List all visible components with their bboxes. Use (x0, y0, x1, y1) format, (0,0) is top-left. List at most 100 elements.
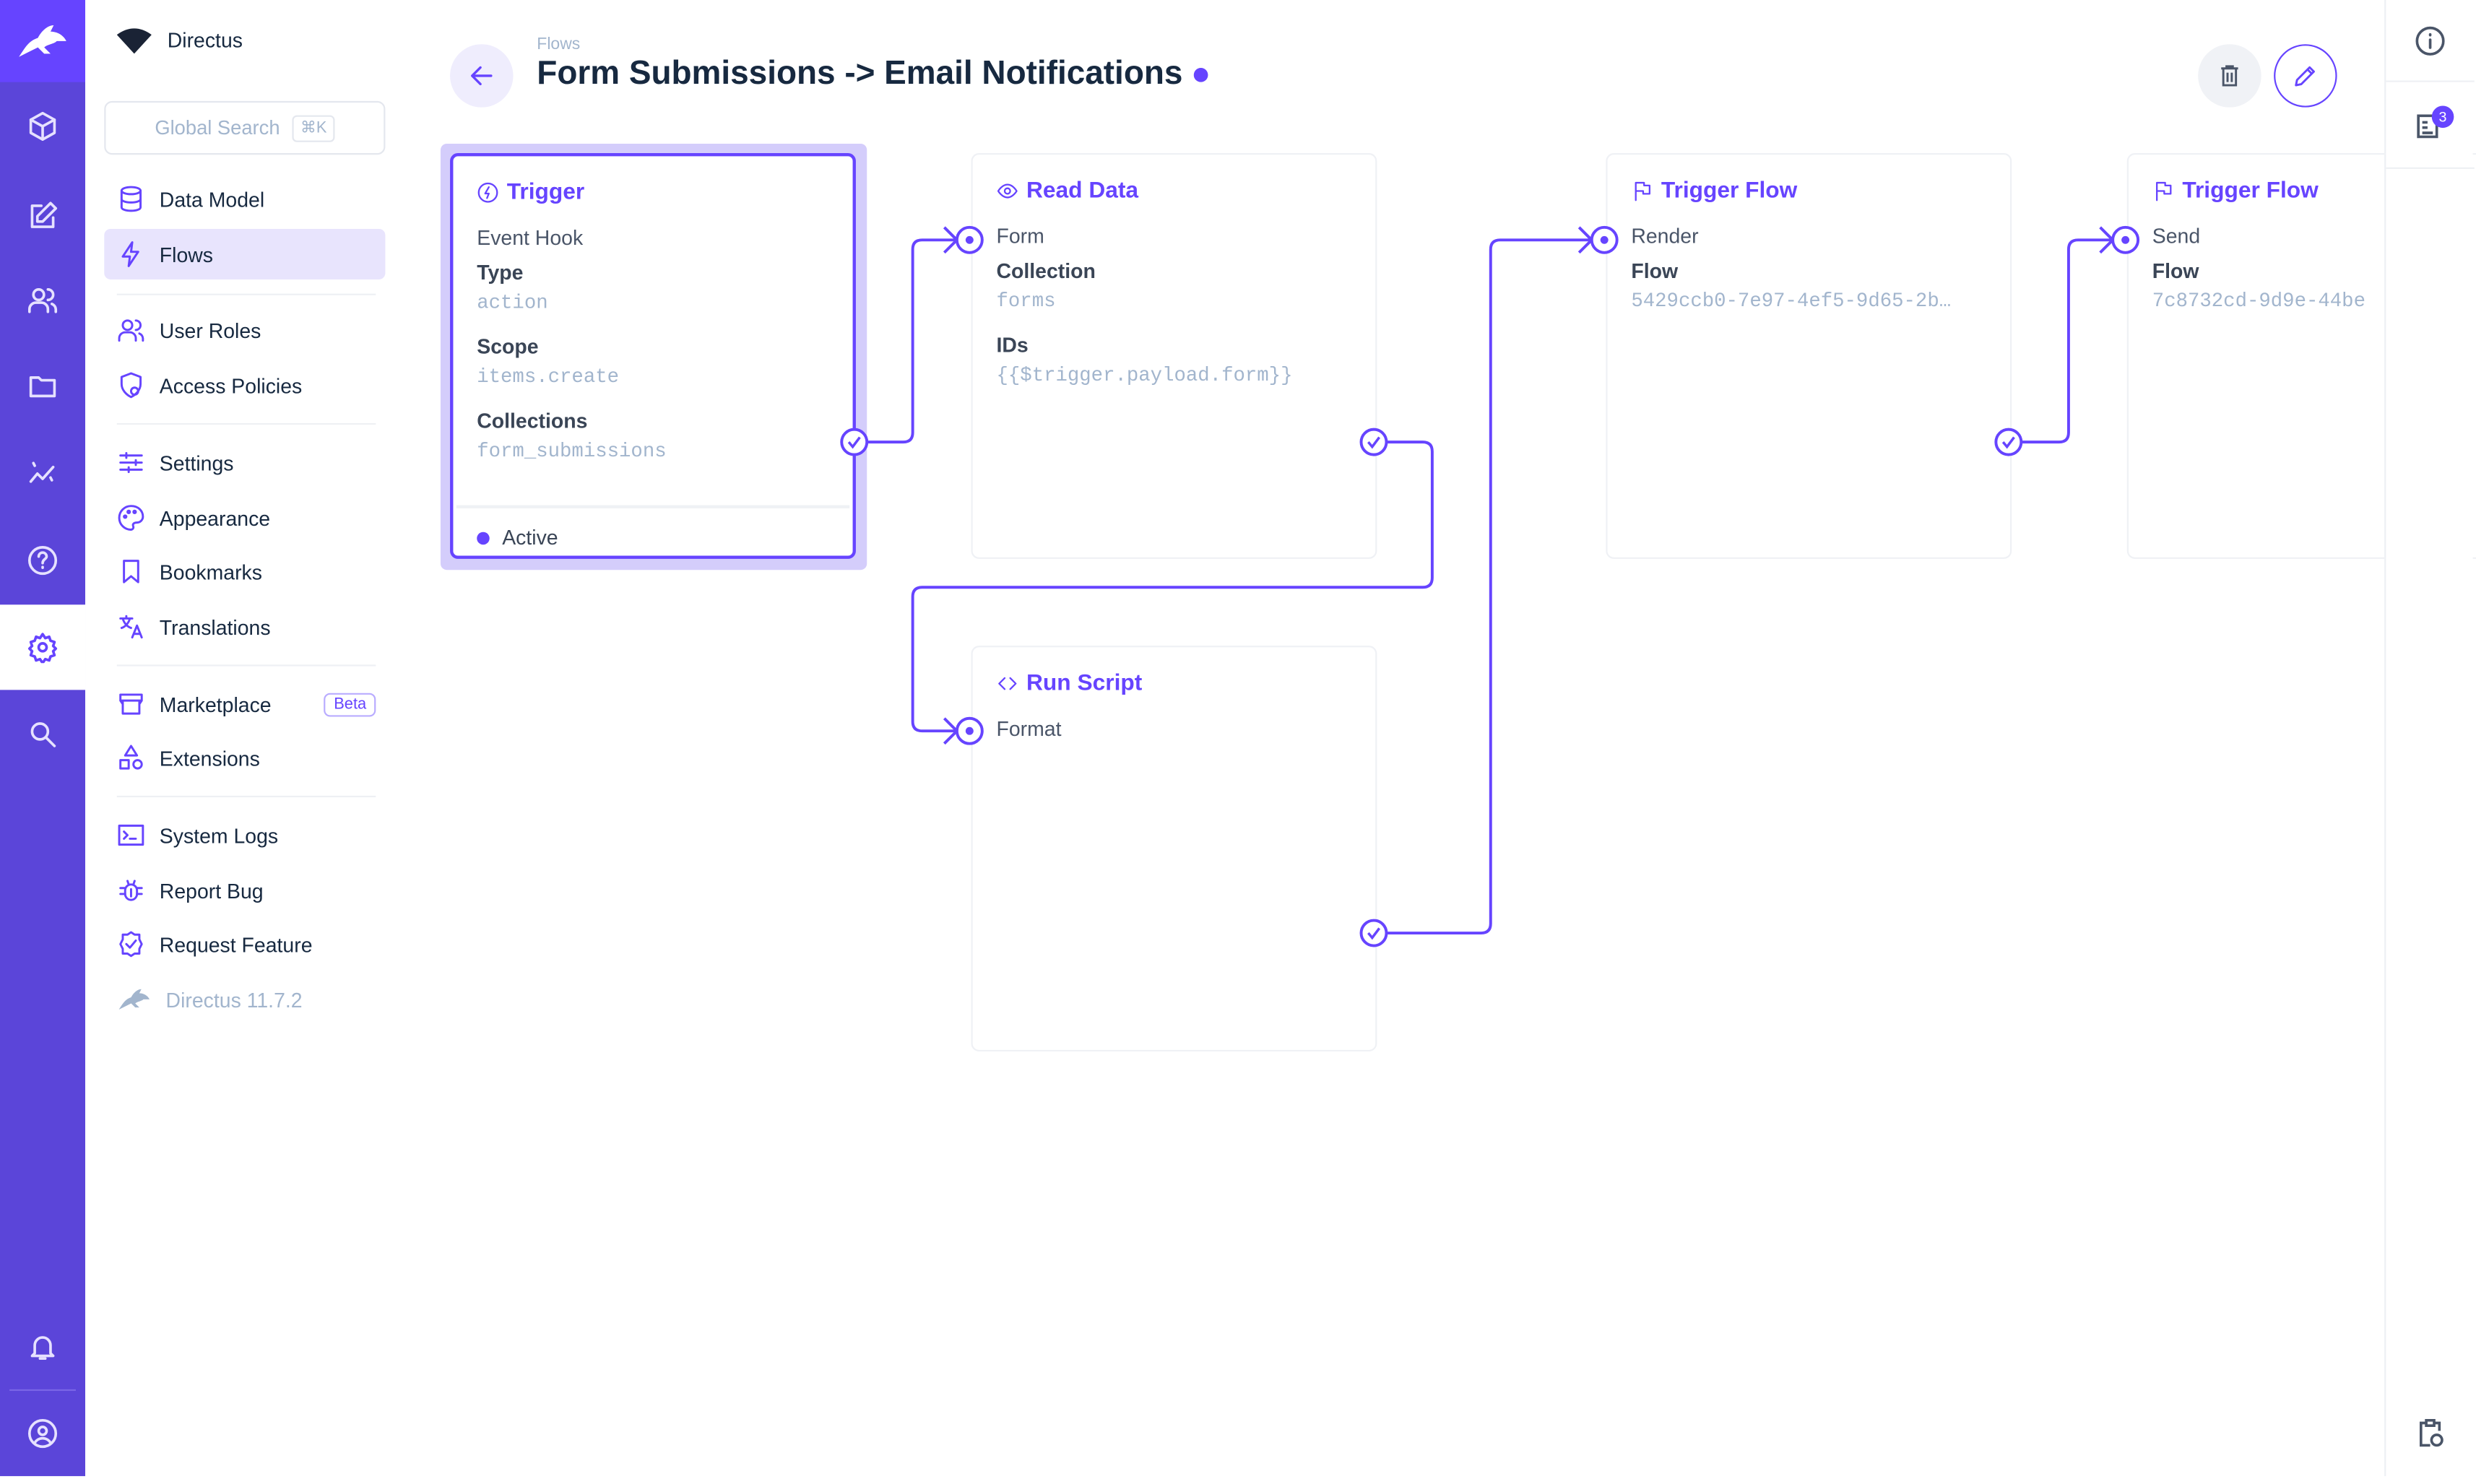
nav-divider (116, 664, 376, 667)
field-value: 7c8732cd-9d9e-44be (2152, 290, 2365, 313)
bell-icon[interactable] (0, 1304, 85, 1389)
field-label: Flow (2152, 259, 2199, 283)
shapes-icon (119, 745, 143, 770)
project-name: Directus (167, 27, 243, 52)
trigger-flow-render-panel[interactable]: Trigger Flow Render Flow 5429ccb0-7e97-4… (1606, 153, 2012, 559)
nav-item-translations[interactable]: Translations (104, 602, 385, 652)
breadcrumb[interactable]: Flows (537, 35, 581, 54)
flag-icon (2156, 181, 2172, 201)
global-search-input[interactable]: Global Search ⌘K (104, 100, 386, 155)
verified-icon (119, 931, 143, 958)
translate-icon (119, 615, 143, 639)
files-module-icon[interactable] (0, 344, 85, 430)
nav-divider (116, 422, 376, 425)
bug-icon (119, 880, 143, 901)
users-module-icon[interactable] (0, 257, 85, 342)
active-dot (477, 531, 490, 544)
nav-item-data-model[interactable]: Data Model (104, 173, 385, 224)
panel-title: Trigger (506, 180, 585, 206)
nav-item-bookmarks[interactable]: Bookmarks (104, 546, 385, 596)
project-header[interactable]: Directus (116, 25, 243, 54)
nav-item-label: Marketplace (159, 692, 272, 716)
connection-trigger-read (854, 238, 970, 444)
nav-item-request-feature[interactable]: Request Feature (104, 919, 385, 969)
read-data-panel[interactable]: Read Data Form Collection forms IDs {{$t… (971, 153, 1377, 559)
run-script-panel[interactable]: Run Script Format (971, 646, 1377, 1052)
search-icon[interactable] (0, 692, 85, 777)
clipboard-button[interactable] (2386, 1391, 2474, 1476)
nav-item-report-bug[interactable]: Report Bug (104, 865, 385, 916)
panel-subtitle: Event Hook (477, 225, 584, 250)
shield-icon (120, 372, 142, 399)
edit-button[interactable] (2274, 44, 2337, 108)
field-label: Scope (477, 334, 539, 359)
directus-logo[interactable] (0, 0, 86, 82)
nav-divider (116, 795, 376, 798)
connection-script-flow1 (1373, 238, 1605, 935)
palette-icon (118, 505, 144, 531)
trigger-panel[interactable]: Trigger Event Hook Type action Scope ite… (450, 153, 856, 559)
code-icon (998, 677, 1017, 690)
panel-subtitle: Send (2152, 224, 2201, 248)
nav-item-settings[interactable]: Settings (104, 438, 385, 488)
search-placeholder: Global Search (155, 116, 280, 139)
nav-item-label: Flows (159, 242, 214, 266)
version-label[interactable]: Directus 11.7.2 (104, 974, 385, 1025)
connection-flow1-flow2 (2008, 238, 2126, 444)
page-title-row: Form Submissions -> Email Notifications (537, 56, 1208, 93)
logs-icon (2417, 113, 2438, 138)
panel-title: Read Data (1026, 178, 1139, 204)
field-label: Type (477, 260, 524, 285)
field-value: form_submissions (477, 440, 667, 463)
nav-item-label: Settings (159, 451, 234, 474)
content-module-icon[interactable] (0, 84, 85, 169)
version-text: Directus 11.7.2 (165, 987, 303, 1012)
nav-item-label: Translations (159, 615, 271, 639)
nav-item-label: Data Model (159, 187, 265, 211)
terminal-icon (118, 824, 144, 846)
panel-title: Trigger Flow (1661, 178, 1798, 204)
panel-divider (456, 505, 850, 508)
nav-item-marketplace[interactable]: Marketplace Beta (104, 679, 385, 729)
trash-icon (2221, 65, 2238, 87)
nav-item-label: User Roles (159, 318, 261, 342)
edit-module-icon[interactable] (0, 173, 85, 259)
nav-item-system-logs[interactable]: System Logs (104, 810, 385, 861)
project-logo-icon (116, 28, 152, 54)
info-button[interactable] (2386, 0, 2475, 82)
nav-item-appearance[interactable]: Appearance (104, 493, 385, 543)
right-sidebar: 3 (2384, 0, 2475, 1477)
beta-badge: Beta (324, 692, 376, 716)
field-label: Collection (996, 259, 1096, 283)
bolt-circle-icon (477, 182, 498, 203)
info-icon (2415, 25, 2445, 55)
rabbit-logo-icon (19, 25, 66, 57)
help-icon[interactable] (0, 518, 85, 603)
connection-read-script (911, 441, 1434, 733)
field-value: 5429ccb0-7e97-4ef5-9d65-2b… (1631, 290, 1952, 313)
bookmark-icon (123, 560, 139, 583)
field-label: Flow (1631, 259, 1679, 283)
status-dot (1193, 66, 1208, 82)
store-icon (119, 693, 143, 715)
nav-item-user-roles[interactable]: User Roles (104, 305, 385, 355)
delete-button[interactable] (2198, 44, 2261, 108)
nav-item-access-policies[interactable]: Access Policies (104, 360, 385, 410)
notification-badge: 3 (2431, 105, 2454, 129)
back-button[interactable] (450, 44, 514, 108)
status-indicator: Active (477, 526, 558, 550)
nav-item-flows[interactable]: Flows (104, 228, 386, 279)
settings-module-icon[interactable] (0, 604, 86, 690)
nav-item-extensions[interactable]: Extensions (104, 732, 385, 783)
field-value: items.create (477, 366, 620, 389)
nav-item-label: Access Policies (159, 373, 303, 397)
field-value: {{$trigger.payload.form}} (996, 365, 1293, 387)
field-value: forms (996, 290, 1056, 313)
user-avatar-icon[interactable] (0, 1391, 85, 1476)
nav-divider (116, 293, 376, 295)
logs-button[interactable]: 3 (2386, 84, 2475, 169)
insights-module-icon[interactable] (0, 431, 85, 516)
field-label: IDs (996, 333, 1029, 357)
nav-item-label: Extensions (159, 745, 260, 770)
